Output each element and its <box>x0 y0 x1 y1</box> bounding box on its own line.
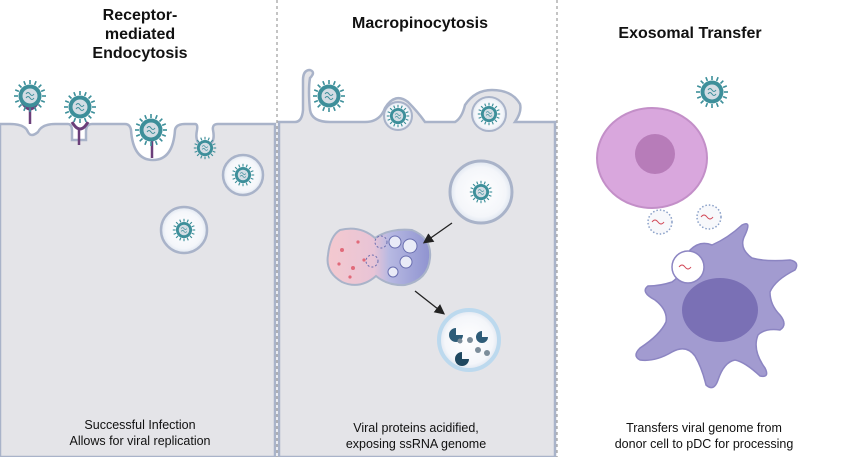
donor-nucleus <box>635 134 675 174</box>
vesicle <box>365 254 379 268</box>
caption-line: exposing ssRNA genome <box>345 437 487 451</box>
virus-particle <box>470 181 492 203</box>
virus-particle <box>194 137 216 159</box>
vesicle <box>388 235 402 249</box>
virus-particle <box>387 105 409 127</box>
panel-caption: Viral proteins acidified, exposing ssRNA… <box>296 420 536 452</box>
caption-line: Transfers viral genome from <box>626 421 782 435</box>
pdc-nucleus <box>682 278 758 342</box>
virus-particle <box>312 79 346 113</box>
exosome <box>696 204 722 230</box>
lysosome-fusion <box>326 227 432 287</box>
panel-title: Macropinocytosis <box>351 15 489 32</box>
vesicle <box>402 238 418 254</box>
panel-title: Exosomal Transfer <box>618 25 762 42</box>
virus-particle <box>173 219 195 241</box>
vesicle <box>374 235 388 249</box>
acid-granules <box>337 240 366 279</box>
virus-particle <box>478 103 500 125</box>
virus-particle <box>13 79 47 113</box>
virus-particle <box>232 164 254 186</box>
panel-title: Receptor- mediated Endocytosis <box>92 7 188 62</box>
panel-exosomal-transfer <box>596 75 798 389</box>
caption-line: Viral proteins acidified, <box>353 421 479 435</box>
vesicle <box>399 255 413 269</box>
caption-line: donor cell to pDC for processing <box>614 437 794 451</box>
viral-protein-fragments <box>449 328 490 366</box>
exosome <box>647 209 673 235</box>
virus-particle <box>695 75 729 109</box>
viral-rna <box>678 264 692 270</box>
panel-macropinocytosis <box>277 68 557 457</box>
caption-line: Allows for viral replication <box>69 434 211 448</box>
process-arrow <box>422 222 453 244</box>
virus-particle <box>63 90 97 124</box>
caption-line: Successful Infection <box>84 418 196 432</box>
panel-caption: Successful Infection Allows for viral re… <box>20 417 260 449</box>
panel-caption: Transfers viral genome from donor cell t… <box>574 420 834 452</box>
panel-receptor-mediated-endocytosis <box>0 79 277 457</box>
exosome-in-pdc <box>671 250 705 284</box>
receptor <box>70 121 90 145</box>
virus-particle <box>134 113 168 147</box>
process-arrow <box>414 290 446 315</box>
vesicle <box>387 266 399 278</box>
